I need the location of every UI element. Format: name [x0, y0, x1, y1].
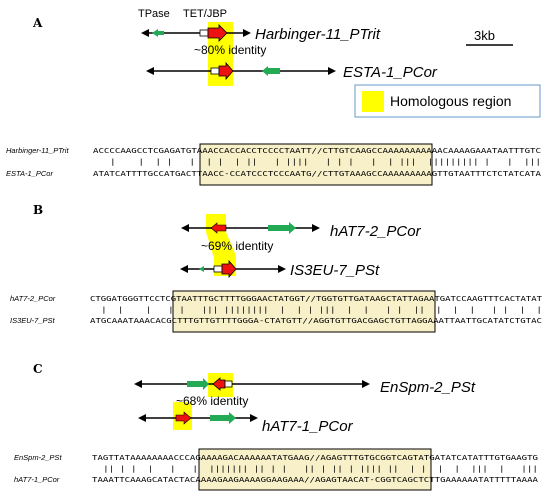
tpase-arrow-icon [268, 222, 296, 234]
tetjbp-arrow-icon [218, 61, 234, 81]
seq1-label-a: Harbinger-11_PTrit [6, 146, 69, 155]
tpase-arrow-icon [210, 412, 236, 424]
right-arrowhead-icon [312, 224, 320, 232]
legend-label: Homologous region [390, 93, 511, 109]
match-a: | | | | | | | | || | |||| | | | | | ||| … [93, 157, 541, 166]
seq1-c: TAGTTATAAAAAAAACCCAGAAAAGACAAAAAATATGAAG… [92, 453, 538, 462]
seq1-b: CTGGATGGGTTCCTCGTAATTTGCTTTTGGGAACTATGGT… [90, 294, 543, 303]
tpase-arrow-icon [187, 378, 209, 390]
seq1-label-b: hAT7-2_PCor [10, 294, 56, 303]
seq2-label-c: hAT7-1_PCor [14, 475, 60, 484]
aligned-region-b [172, 290, 436, 333]
element2-name-a: ESTA-1_PCor [343, 64, 438, 81]
panel-b-letter: B [33, 203, 43, 217]
small-box-icon [213, 265, 223, 273]
left-arrowhead-icon [138, 414, 146, 422]
tetjbp-arrow-icon [207, 24, 228, 42]
legend-swatch [362, 91, 384, 112]
is3eu-7-element-diagram [180, 259, 286, 279]
right-arrowhead-icon [362, 380, 370, 388]
tpase-arrow-icon [152, 29, 164, 37]
element1-name-a: Harbinger-11_PTrit [255, 26, 381, 43]
seq2-a: ATATCATTTTGCCATGACTTAACC-CCATCCCTCCCAATG… [93, 169, 542, 178]
element2-name-c: hAT7-1_PCor [262, 418, 354, 435]
aligned-region-c [198, 448, 432, 491]
seq2-label-a: ESTA-1_PCor [6, 169, 53, 178]
left-arrowhead-icon [146, 67, 154, 75]
hat7-2-element-diagram [181, 222, 320, 234]
seq2-b: ATGCAAATAAACACGCTTTGTTGTTTTGGGA-CTATGTT/… [90, 316, 542, 325]
scale-label: 3kb [474, 28, 495, 43]
seq2-c: TAAATTCAAAGCATACTACAAAAGAAGAAAAGGAAGAAA/… [92, 475, 539, 484]
identity-a: ~80% identity [194, 43, 266, 57]
tpase-label: TPase [138, 8, 170, 20]
small-box-icon [199, 29, 209, 37]
right-arrowhead-icon [278, 265, 286, 273]
aligned-region-a [199, 143, 433, 186]
seq1-label-c: EnSpm-2_PSt [14, 453, 62, 462]
small-box-icon [210, 67, 220, 75]
element1-name-c: EnSpm-2_PSt [380, 379, 476, 396]
tpase-arrow-icon [199, 266, 204, 272]
identity-b: ~69% identity [201, 239, 273, 253]
identity-c: ~68% identity [176, 394, 248, 408]
panel-c-letter: C [33, 362, 43, 376]
right-arrowhead-icon [250, 414, 258, 422]
tpase-arrow-icon [262, 66, 280, 76]
element1-name-b: hAT7-2_PCor [330, 223, 422, 240]
left-arrowhead-icon [180, 265, 188, 273]
legend-box [354, 84, 541, 118]
tet-arrow-icon [210, 222, 227, 234]
seq2-label-b: IS3EU-7_PSt [10, 316, 56, 325]
right-arrowhead-icon [328, 67, 336, 75]
left-arrowhead-icon [141, 29, 149, 37]
tetjbp-label: TET/JBP [183, 8, 227, 20]
hat7-1-element-diagram [138, 411, 258, 425]
left-arrowhead-icon [134, 380, 142, 388]
esta-element-diagram [146, 61, 336, 81]
tet-arrow-icon [221, 259, 237, 279]
seq1-a: ACCCCAAGCCTCGAGATGTAAACCACCACCTCCCCTAATT… [93, 146, 541, 155]
left-arrowhead-icon [181, 224, 189, 232]
tet-arrow-icon [175, 411, 192, 425]
harbinger-element-diagram [141, 24, 251, 42]
small-box-icon [224, 380, 233, 388]
enspm-2-element-diagram [134, 377, 370, 391]
match-c: || | | | | | ||||||| || | | || | || | ||… [92, 464, 538, 473]
panel-a-letter: A [32, 16, 43, 30]
right-arrowhead-icon [243, 29, 251, 37]
element2-name-b: IS3EU-7_PSt [290, 262, 380, 279]
match-b: | | | | | ||| |||||||| | | | ||| | | | |… [90, 305, 542, 314]
